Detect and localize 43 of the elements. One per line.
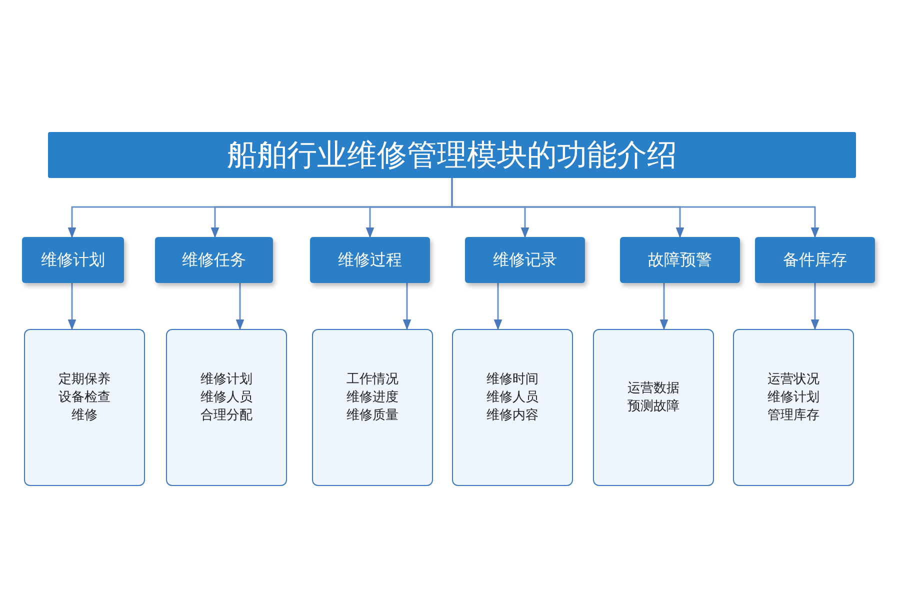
detail-item: 设备检查	[58, 388, 110, 406]
detail-box	[593, 329, 714, 486]
arrow	[402, 283, 412, 330]
detail-item: 预测故障	[628, 398, 680, 416]
detail-item: 维修内容	[486, 406, 538, 424]
module-label: 维修过程	[338, 250, 402, 270]
detail-item: 运营状况	[768, 370, 820, 388]
detail-box	[24, 329, 145, 486]
detail-item: 合理分配	[200, 406, 252, 424]
module-box	[22, 237, 124, 283]
detail-item: 定期保养	[58, 370, 110, 388]
detail-item: 维修	[72, 406, 98, 424]
detail-box	[452, 329, 573, 486]
detail-box	[733, 329, 854, 486]
detail-item: 维修质量	[346, 406, 398, 424]
module-box	[465, 237, 585, 283]
module-box	[155, 237, 273, 283]
module-label: 故障预警	[648, 250, 712, 270]
module-box	[310, 237, 430, 283]
arrow	[236, 283, 244, 330]
detail-item: 维修人员	[200, 388, 252, 406]
detail-box	[166, 329, 287, 486]
module-label: 维修计划	[41, 250, 105, 270]
module-label: 维修任务	[182, 250, 246, 270]
arrow	[810, 283, 820, 330]
title-text: 船舶行业维修管理模块的功能介绍	[227, 136, 677, 174]
arrow	[660, 283, 668, 330]
detail-item: 维修进度	[346, 388, 398, 406]
title-banner	[48, 132, 856, 178]
module-label: 维修记录	[493, 250, 557, 270]
detail-item: 运营数据	[628, 380, 680, 398]
detail-item: 维修计划	[768, 388, 820, 406]
detail-item: 维修人员	[486, 388, 538, 406]
detail-item: 管理库存	[768, 406, 820, 424]
detail-item: 维修计划	[200, 370, 252, 388]
module-box	[755, 237, 875, 283]
module-box	[620, 237, 740, 283]
arrow	[68, 283, 76, 330]
detail-box	[312, 329, 433, 486]
arrow	[494, 283, 502, 330]
module-label: 备件库存	[783, 250, 847, 270]
detail-item: 工作情况	[346, 370, 398, 388]
detail-item: 维修时间	[486, 370, 538, 388]
